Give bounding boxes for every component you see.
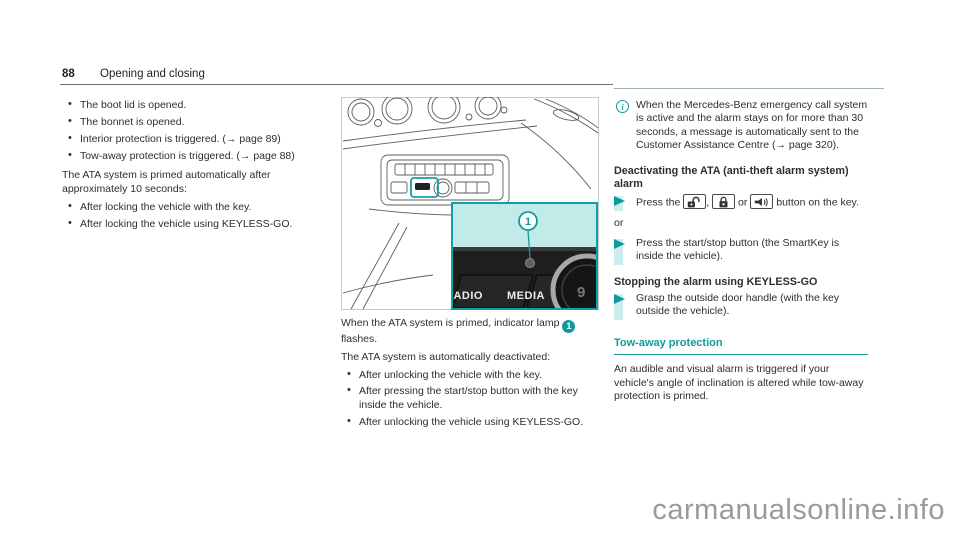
figure-caption-column: When the ATA system is primed, indicator… <box>341 317 599 433</box>
step-bar <box>614 238 623 265</box>
step-arrow-icon <box>614 196 625 207</box>
dashboard-figure: 9 RADIO MEDIA 1 <box>341 90 599 315</box>
figure-caption: When the ATA system is primed, indicator… <box>341 317 599 346</box>
right-column-rule <box>614 88 884 89</box>
header-rule <box>60 84 613 85</box>
step-bar <box>614 293 623 320</box>
heading-stopping-alarm: Stopping the alarm using KEYLESS-GO <box>614 275 818 288</box>
highlight-box <box>410 177 439 198</box>
list-item: Tow-away protection is triggered. (→ pag… <box>68 149 338 163</box>
radio-button <box>453 274 535 308</box>
right-column: i When the Mercedes-Benz emergency call … <box>614 99 868 403</box>
instruction-step: Grasp the outside door handle (with the … <box>614 291 868 320</box>
step-text: Press the , or button on the key. <box>636 194 868 210</box>
media-label: MEDIA <box>507 290 545 302</box>
note-text: When the Mercedes-Benz emergency call sy… <box>636 99 868 152</box>
panic-alarm-key-icon <box>750 194 774 210</box>
callout-number: 1 <box>525 216 531 228</box>
indicator-lamp-badge-icon: 1 <box>562 319 576 333</box>
dashboard-illustration: 9 RADIO MEDIA 1 <box>341 90 599 310</box>
page-number: 88 <box>62 68 75 80</box>
heading-deactivating-ata: Deactivating the ATA (anti-theft alarm s… <box>614 164 849 191</box>
step-text: Grasp the outside door handle (with the … <box>636 291 840 318</box>
info-icon: i <box>616 100 629 113</box>
figure-inset: 9 RADIO MEDIA 1 <box>445 202 598 310</box>
page-title: Opening and closing <box>100 68 205 80</box>
instruction-step: Press the , or button on the key. <box>614 194 868 212</box>
dial-digit: 9 <box>577 284 585 301</box>
list-item: The bonnet is opened. <box>68 115 338 129</box>
or-separator: or <box>614 217 624 230</box>
callout-circle <box>518 211 538 231</box>
ata-primed-paragraph: The ATA system is primed automatically a… <box>62 169 271 195</box>
ata-deactivated-paragraph: The ATA system is automatically deactiva… <box>341 351 551 364</box>
list-item: After locking the vehicle with the key. <box>68 200 338 214</box>
step-text: Press the start/stop button (the SmartKe… <box>636 236 840 263</box>
info-note: i When the Mercedes-Benz emergency call … <box>614 99 868 153</box>
unlocking-bullet-list: After unlocking the vehicle with the key… <box>341 367 599 430</box>
volume-dial <box>550 253 596 308</box>
list-item: After locking the vehicle using KEYLESS-… <box>68 217 338 231</box>
step-arrow-icon <box>614 293 625 304</box>
lock-key-icon <box>712 194 736 210</box>
list-item: After unlocking the vehicle with the key… <box>347 367 599 382</box>
step-arrow-icon <box>614 238 625 249</box>
instruction-step: Press the start/stop button (the SmartKe… <box>614 236 868 265</box>
highlighted-button <box>415 183 430 190</box>
unlock-key-icon <box>683 194 707 210</box>
list-item: After pressing the start/stop button wit… <box>347 384 599 412</box>
radio-label: RADIO <box>445 290 483 302</box>
indicator-lamp <box>525 258 535 268</box>
tow-away-paragraph: An audible and visual alarm is triggered… <box>614 363 864 402</box>
watermark: carmanualsonline.info <box>652 494 945 526</box>
callout-line <box>527 229 531 259</box>
list-item: Interior protection is triggered. (→ pag… <box>68 132 338 146</box>
status-bullet-list: The boot lid is opened. The bonnet is op… <box>62 98 338 163</box>
section-heading-tow-away: Tow-away protection <box>614 337 868 356</box>
left-column: The boot lid is opened. The bonnet is op… <box>62 98 338 235</box>
locking-bullet-list: After locking the vehicle with the key. … <box>62 200 338 231</box>
list-item: After unlocking the vehicle using KEYLES… <box>347 415 599 429</box>
list-item: The boot lid is opened. <box>68 98 338 112</box>
